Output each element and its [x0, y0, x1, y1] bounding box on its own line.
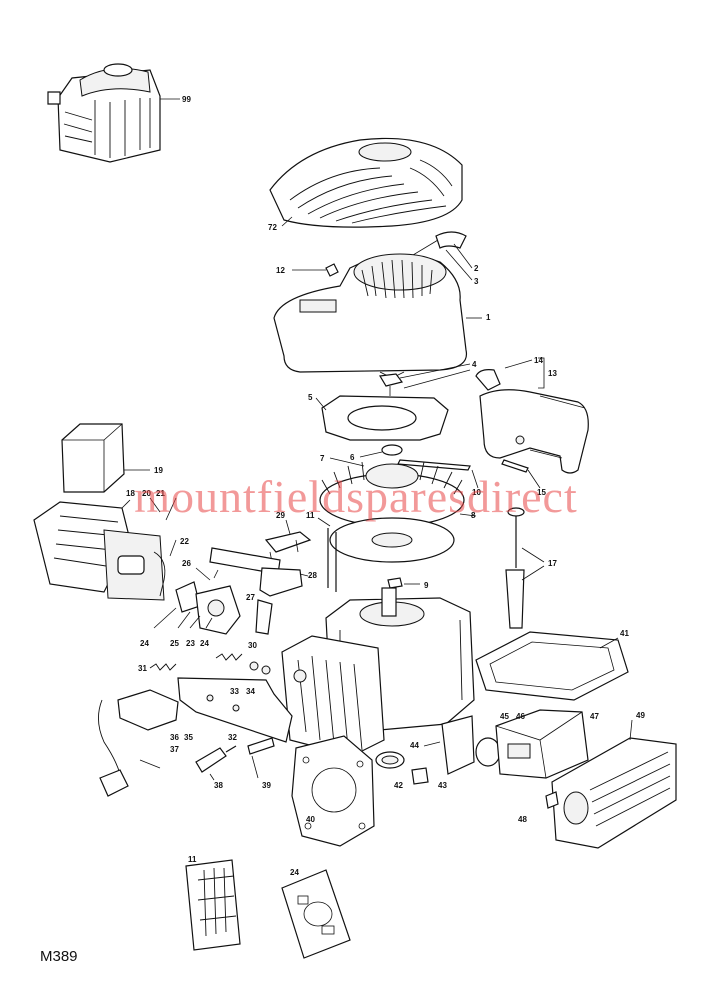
part-label-42: 42: [394, 781, 403, 790]
flywheel-key: [387, 577, 420, 589]
part-label-20: 20: [142, 489, 151, 498]
part-label-15: 15: [537, 488, 546, 497]
part-label-14: 14: [534, 356, 543, 365]
part-label-2: 2: [474, 264, 479, 273]
recoil-starter-housing: [273, 253, 482, 379]
part-label-24c: 24: [290, 868, 299, 877]
part-label-99: 99: [182, 95, 191, 104]
part-label-46: 46: [516, 712, 525, 721]
part-label-32: 32: [228, 733, 237, 742]
oil-seal: [375, 751, 405, 769]
part-label-30: 30: [248, 641, 257, 650]
part-label-11: 11: [306, 511, 315, 520]
part-label-7: 7: [320, 454, 325, 463]
starter-handle: [292, 231, 473, 281]
part-label-23: 23: [186, 639, 195, 648]
part-label-47: 47: [590, 712, 599, 721]
part-label-41: 41: [620, 629, 629, 638]
part-label-6: 6: [350, 453, 355, 462]
part-label-25: 25: [170, 639, 179, 648]
part-label-44: 44: [410, 741, 419, 750]
part-label-17: 17: [548, 559, 557, 568]
dipstick-tube: [505, 507, 545, 629]
part-label-27: 27: [246, 593, 255, 602]
tank-bolt: [501, 459, 541, 489]
baffle-plate: [315, 395, 449, 441]
intake-tube: [209, 547, 309, 597]
part-label-33: 33: [230, 687, 239, 696]
muffler: [475, 709, 589, 779]
part-label-43: 43: [438, 781, 447, 790]
part-label-4: 4: [472, 360, 477, 369]
head-bolt: [247, 737, 275, 779]
part-label-38: 38: [214, 781, 223, 790]
part-label-24a: 24: [140, 639, 149, 648]
part-label-11b: 11: [188, 855, 197, 864]
flywheel: [319, 461, 477, 563]
part-label-29: 29: [276, 511, 285, 520]
part-label-36: 36: [170, 733, 179, 742]
part-label-19: 19: [154, 466, 163, 475]
flywheel-bolts: [317, 517, 337, 592]
part-label-22: 22: [180, 537, 189, 546]
part-label-12: 12: [276, 266, 285, 275]
part-label-31: 31: [138, 664, 147, 673]
head-gasket: [291, 735, 375, 847]
part-label-1: 1: [486, 313, 491, 322]
part-label-28: 28: [308, 571, 317, 580]
drain-plug: [411, 767, 429, 785]
ignition-coil: [98, 689, 179, 797]
part-label-21: 21: [156, 489, 165, 498]
engine-assembly-thumbnail: [47, 63, 180, 163]
part-label-40: 40: [306, 815, 315, 824]
breather-tube: [153, 539, 177, 597]
diagram-code: M389: [40, 948, 78, 965]
part-label-10: 10: [472, 488, 481, 497]
part-label-37: 37: [170, 745, 179, 754]
fuel-tank: [475, 357, 589, 474]
part-label-48: 48: [518, 815, 527, 824]
part-label-3: 3: [474, 277, 479, 286]
cylinder-head: [281, 635, 385, 757]
muffler-guard: [545, 719, 677, 849]
flywheel-nut: [329, 444, 479, 489]
sump-gasket: [475, 631, 629, 701]
part-label-13: 13: [548, 369, 557, 378]
part-label-26: 26: [182, 559, 191, 568]
gasket-kit-bag: [281, 869, 351, 959]
governor-linkage: [149, 653, 293, 743]
control-bracket: [264, 519, 312, 563]
bolt-kit-bag: [185, 859, 241, 951]
spark-plug: [195, 745, 237, 781]
part-label-49: 49: [636, 711, 645, 720]
top-cover: [269, 137, 463, 228]
part-label-45: 45: [500, 712, 509, 721]
part-label-35: 35: [184, 733, 193, 742]
exhaust-bracket: [423, 715, 475, 775]
part-label-9: 9: [424, 581, 429, 590]
part-label-39: 39: [262, 781, 271, 790]
starter-pawls: [379, 363, 471, 396]
part-label-24b: 24: [200, 639, 209, 648]
part-label-18: 18: [126, 489, 135, 498]
air-filter-element: [61, 423, 150, 493]
part-label-34: 34: [246, 687, 255, 696]
part-label-8: 8: [471, 511, 476, 520]
part-label-72: 72: [268, 223, 277, 232]
air-filter-housing: [33, 497, 177, 601]
part-label-5: 5: [308, 393, 313, 402]
carburettor: [153, 567, 273, 635]
